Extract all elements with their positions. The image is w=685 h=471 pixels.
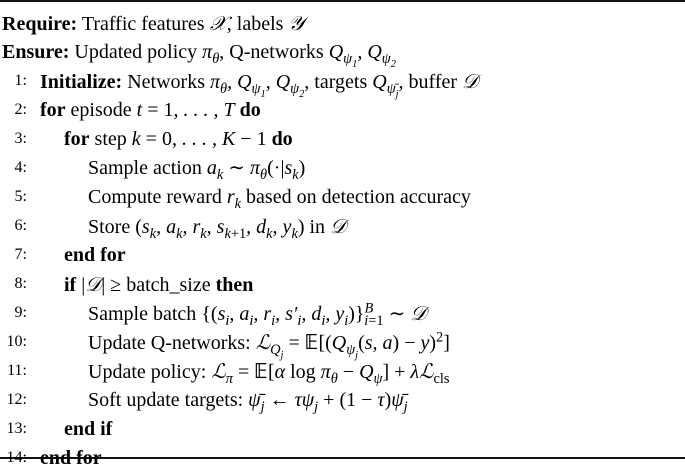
- line-number: 1:: [14, 72, 27, 89]
- algorithm-line-9: 9: Sample batch {(si, ai, ri, s′i, di, y…: [14, 300, 427, 329]
- algorithm-line-4: 4: Sample action ak ∼ πθ(·|sk): [14, 157, 306, 183]
- ensure-keyword: Ensure:: [2, 41, 70, 63]
- require-keyword: Require:: [2, 13, 78, 35]
- require-line: Require: Traffic features 𝒳, labels 𝒴: [2, 11, 305, 35]
- algorithm-line-7: 7: end for: [14, 244, 126, 266]
- algorithm-line-1: 1: Initialize: Networks πθ, Qψ1, Qψ2, ta…: [0, 68, 685, 100]
- algorithm-line-3: 3: for step k = 0, . . . , K − 1 do: [14, 128, 293, 150]
- algorithm-line-11: 11: Update policy: ℒπ = 𝔼[α log πθ − Qψ]…: [7, 359, 450, 387]
- algorithm-line-8: 8: if |𝒟| ≥ batch_size then: [14, 272, 254, 296]
- algorithm-line-6: 6: Store (sk, ak, rk, sk+1, dk, yk) in 𝒟: [14, 214, 347, 242]
- require-text-1: Traffic features: [81, 13, 205, 35]
- algorithm-line-14: 14: end for: [6, 447, 102, 469]
- algorithm-line-10: 10: Update Q-networks: ℒQj = 𝔼[(Qψj(s, a…: [6, 329, 450, 361]
- algorithm-line-12: 12: Soft update targets: ψ̄j ← τψj + (1 …: [6, 389, 408, 415]
- algorithm-line-2: 2: for episode t = 1, . . . , T do: [14, 99, 261, 121]
- algorithm-line-5: 5: Compute reward rk based on detection …: [14, 186, 471, 212]
- algorithm-line-13: 13: end if: [6, 418, 113, 440]
- ensure-line: Ensure: Updated policy πθ, Q-networks Qψ…: [2, 41, 396, 70]
